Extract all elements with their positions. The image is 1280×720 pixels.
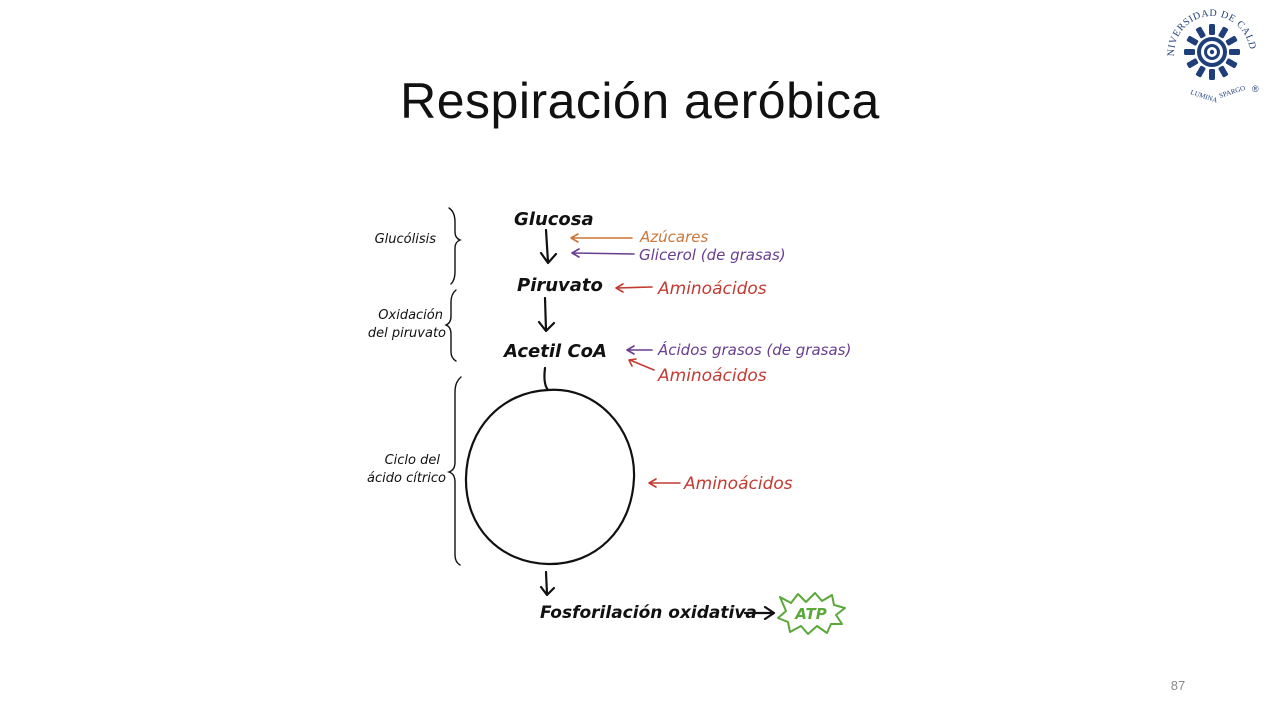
- arrow-pyruvate-acetyl: [537, 296, 556, 333]
- label-amino-3: Aminoácidos: [683, 474, 793, 494]
- label-citric-cycle-2: ácido cítrico: [367, 471, 446, 486]
- input-labels: Azúcares Glicerol (de grasas) Aminoácido…: [639, 228, 851, 494]
- label-atp: ATP: [794, 605, 826, 623]
- brace-pyruvate-oxidation: [444, 289, 457, 362]
- label-sugars: Azúcares: [639, 228, 708, 246]
- stage-labels: Glucólisis Oxidación del piruvato Ciclo …: [367, 232, 446, 486]
- label-glycolysis: Glucólisis: [375, 232, 437, 247]
- label-amino-1: Aminoácidos: [657, 279, 767, 299]
- arrow-sugars: [570, 233, 633, 243]
- arrow-glycerol: [571, 248, 635, 258]
- label-glucose: Glucosa: [514, 209, 594, 230]
- citric-acid-cycle-circle: [464, 388, 636, 566]
- sun-emblem-icon: [1184, 24, 1240, 80]
- page-number: 87: [1170, 678, 1186, 693]
- brace-citric-cycle: [446, 376, 462, 566]
- arrow-amino-1: [615, 283, 653, 293]
- arrow-cycle-phosphorylation: [539, 570, 556, 597]
- label-fatty-acids: Ácidos grasos (de grasas): [657, 340, 851, 359]
- label-pyruvate: Piruvato: [517, 275, 603, 296]
- brace-glycolysis: [448, 207, 462, 285]
- atp-burst-icon: [777, 592, 846, 635]
- main-arrows: [464, 228, 776, 621]
- label-glycerol: Glicerol (de grasas): [639, 246, 786, 264]
- arrow-fatty-acids: [626, 345, 653, 355]
- arrow-glucose-pyruvate: [539, 228, 558, 265]
- atp-burst: ATP: [777, 592, 846, 635]
- logo-registered: ®: [1252, 84, 1259, 94]
- slide-title: Respiración aeróbica: [400, 73, 880, 129]
- arrow-amino-2: [628, 358, 655, 371]
- input-arrows: [570, 233, 681, 488]
- label-oxidative-phosphorylation: Fosforilación oxidativa: [540, 603, 757, 623]
- label-pyruvate-oxidation-2: del piruvato: [368, 326, 446, 341]
- molecule-labels: Glucosa Piruvato Acetil CoA Fosforilació…: [502, 209, 757, 623]
- label-pyruvate-oxidation-1: Oxidación: [378, 308, 443, 323]
- stage-braces: [444, 207, 462, 566]
- label-acetyl-coa: Acetil CoA: [502, 341, 607, 362]
- label-citric-cycle-1: Ciclo del: [385, 453, 441, 468]
- acetyl-to-cycle-link: [543, 366, 550, 392]
- label-amino-2: Aminoácidos: [657, 366, 767, 386]
- university-logo: UNIVERSIDAD DE CALDAS LUMINA SPARGO ®: [1160, 2, 1259, 105]
- arrow-to-atp: [743, 605, 776, 621]
- arrow-amino-3: [648, 478, 681, 488]
